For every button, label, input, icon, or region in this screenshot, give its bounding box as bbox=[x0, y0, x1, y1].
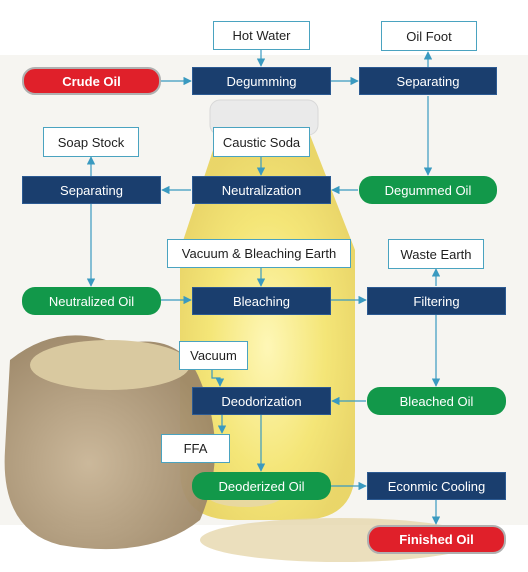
node-neutralization: Neutralization bbox=[192, 176, 331, 204]
node-bleached-oil: Bleached Oil bbox=[367, 387, 506, 415]
arrow-vacuum-deodorization bbox=[211, 370, 225, 387]
node-separating-2: Separating bbox=[22, 176, 161, 204]
node-oil-foot: Oil Foot bbox=[381, 21, 477, 51]
node-separating-1: Separating bbox=[359, 67, 497, 95]
node-econmic-cooling: Econmic Cooling bbox=[367, 472, 506, 500]
oil-bottle-illustration bbox=[180, 99, 355, 520]
node-soap-stock: Soap Stock bbox=[43, 127, 139, 157]
node-finished-oil: Finished Oil bbox=[367, 525, 506, 554]
node-degumming: Degumming bbox=[192, 67, 331, 95]
node-deodorized-oil: Deoderized Oil bbox=[192, 472, 331, 500]
node-vacuum-bleaching-earth: Vacuum & Bleaching Earth bbox=[167, 239, 351, 268]
node-degummed-oil: Degummed Oil bbox=[359, 176, 497, 204]
node-deodorization: Deodorization bbox=[192, 387, 331, 415]
node-crude-oil: Crude Oil bbox=[22, 67, 161, 95]
node-neutralized-oil: Neutralized Oil bbox=[22, 287, 161, 315]
soybean-sack-illustration bbox=[4, 335, 480, 562]
node-bleaching: Bleaching bbox=[192, 287, 331, 315]
node-waste-earth: Waste Earth bbox=[388, 239, 484, 269]
node-vacuum: Vacuum bbox=[179, 341, 248, 370]
node-filtering: Filtering bbox=[367, 287, 506, 315]
node-ffa: FFA bbox=[161, 434, 230, 463]
node-hot-water: Hot Water bbox=[213, 21, 310, 50]
node-caustic-soda: Caustic Soda bbox=[213, 127, 310, 157]
